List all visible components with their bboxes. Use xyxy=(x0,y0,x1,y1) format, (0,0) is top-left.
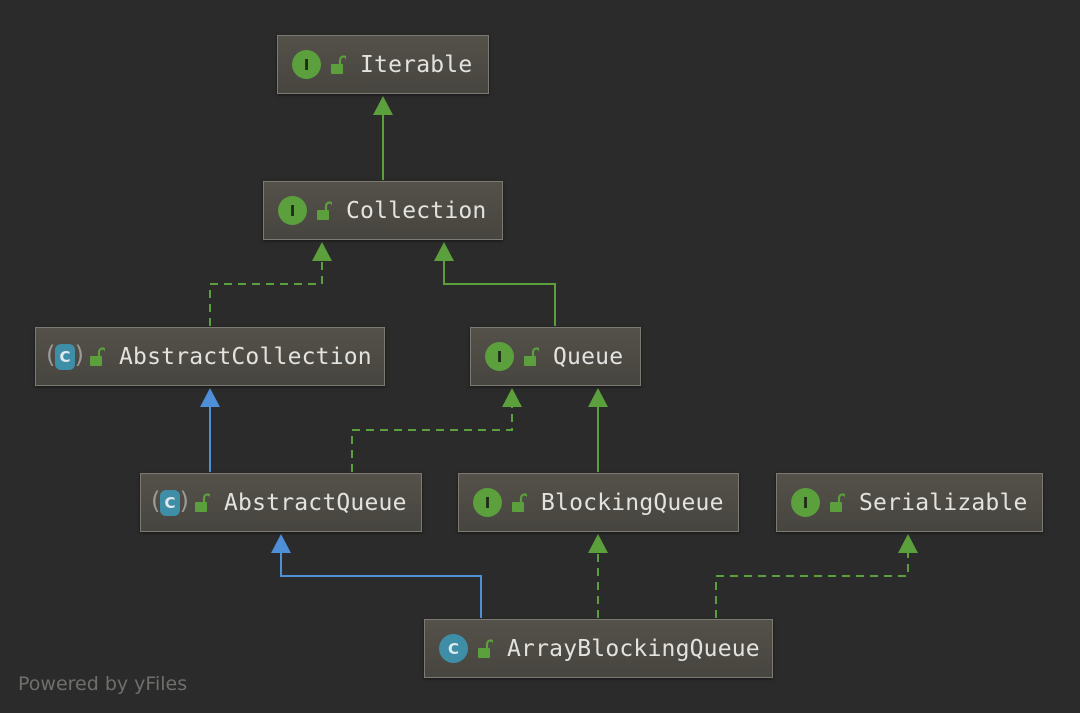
abstract-class-icon: C xyxy=(46,341,84,370)
unlocked-padlock-icon xyxy=(524,346,539,366)
node-serializable[interactable]: I Serializable xyxy=(776,473,1043,532)
edge-blocking-queue-queue xyxy=(588,388,608,472)
edge-array-blocking-queue-abstract-queue xyxy=(271,534,482,618)
unlocked-padlock-icon xyxy=(331,54,346,74)
node-label: Collection xyxy=(346,197,487,224)
node-label: AbstractCollection xyxy=(119,343,372,370)
interface-icon: I xyxy=(292,50,321,79)
unlocked-padlock-icon xyxy=(512,492,527,512)
unlocked-padlock-icon xyxy=(317,200,332,220)
node-abstract-queue[interactable]: C AbstractQueue xyxy=(140,473,422,532)
edge-collection-iterable xyxy=(373,96,393,180)
node-label: Queue xyxy=(553,343,624,370)
unlocked-padlock-icon xyxy=(478,638,493,658)
abstract-class-icon: C xyxy=(151,487,189,516)
interface-icon: I xyxy=(485,342,514,371)
powered-by-footer: Powered by yFiles xyxy=(18,673,188,695)
edge-abstract-queue-abstract-collection xyxy=(200,388,220,472)
node-label: Serializable xyxy=(859,489,1028,516)
node-iterable[interactable]: I Iterable xyxy=(277,35,489,94)
edge-queue-collection xyxy=(434,242,556,326)
node-queue[interactable]: I Queue xyxy=(470,327,641,386)
interface-icon: I xyxy=(473,488,502,517)
edge-abstract-queue-queue xyxy=(351,388,522,472)
unlocked-padlock-icon xyxy=(90,346,105,366)
node-label: BlockingQueue xyxy=(541,489,724,516)
interface-icon: I xyxy=(278,196,307,225)
edge-abstract-collection-collection xyxy=(209,242,332,326)
class-icon: C xyxy=(439,634,468,663)
node-collection[interactable]: I Collection xyxy=(263,181,503,240)
node-label: Iterable xyxy=(360,51,473,78)
node-label: ArrayBlockingQueue xyxy=(507,635,760,662)
unlocked-padlock-icon xyxy=(830,492,845,512)
node-abstract-collection[interactable]: C AbstractCollection xyxy=(35,327,385,386)
interface-icon: I xyxy=(791,488,820,517)
node-blocking-queue[interactable]: I BlockingQueue xyxy=(458,473,739,532)
node-array-blocking-queue[interactable]: C ArrayBlockingQueue xyxy=(424,619,773,678)
edge-array-blocking-queue-blocking-queue xyxy=(588,534,608,618)
unlocked-padlock-icon xyxy=(195,492,210,512)
node-label: AbstractQueue xyxy=(224,489,407,516)
edge-array-blocking-queue-serializable xyxy=(715,534,918,618)
